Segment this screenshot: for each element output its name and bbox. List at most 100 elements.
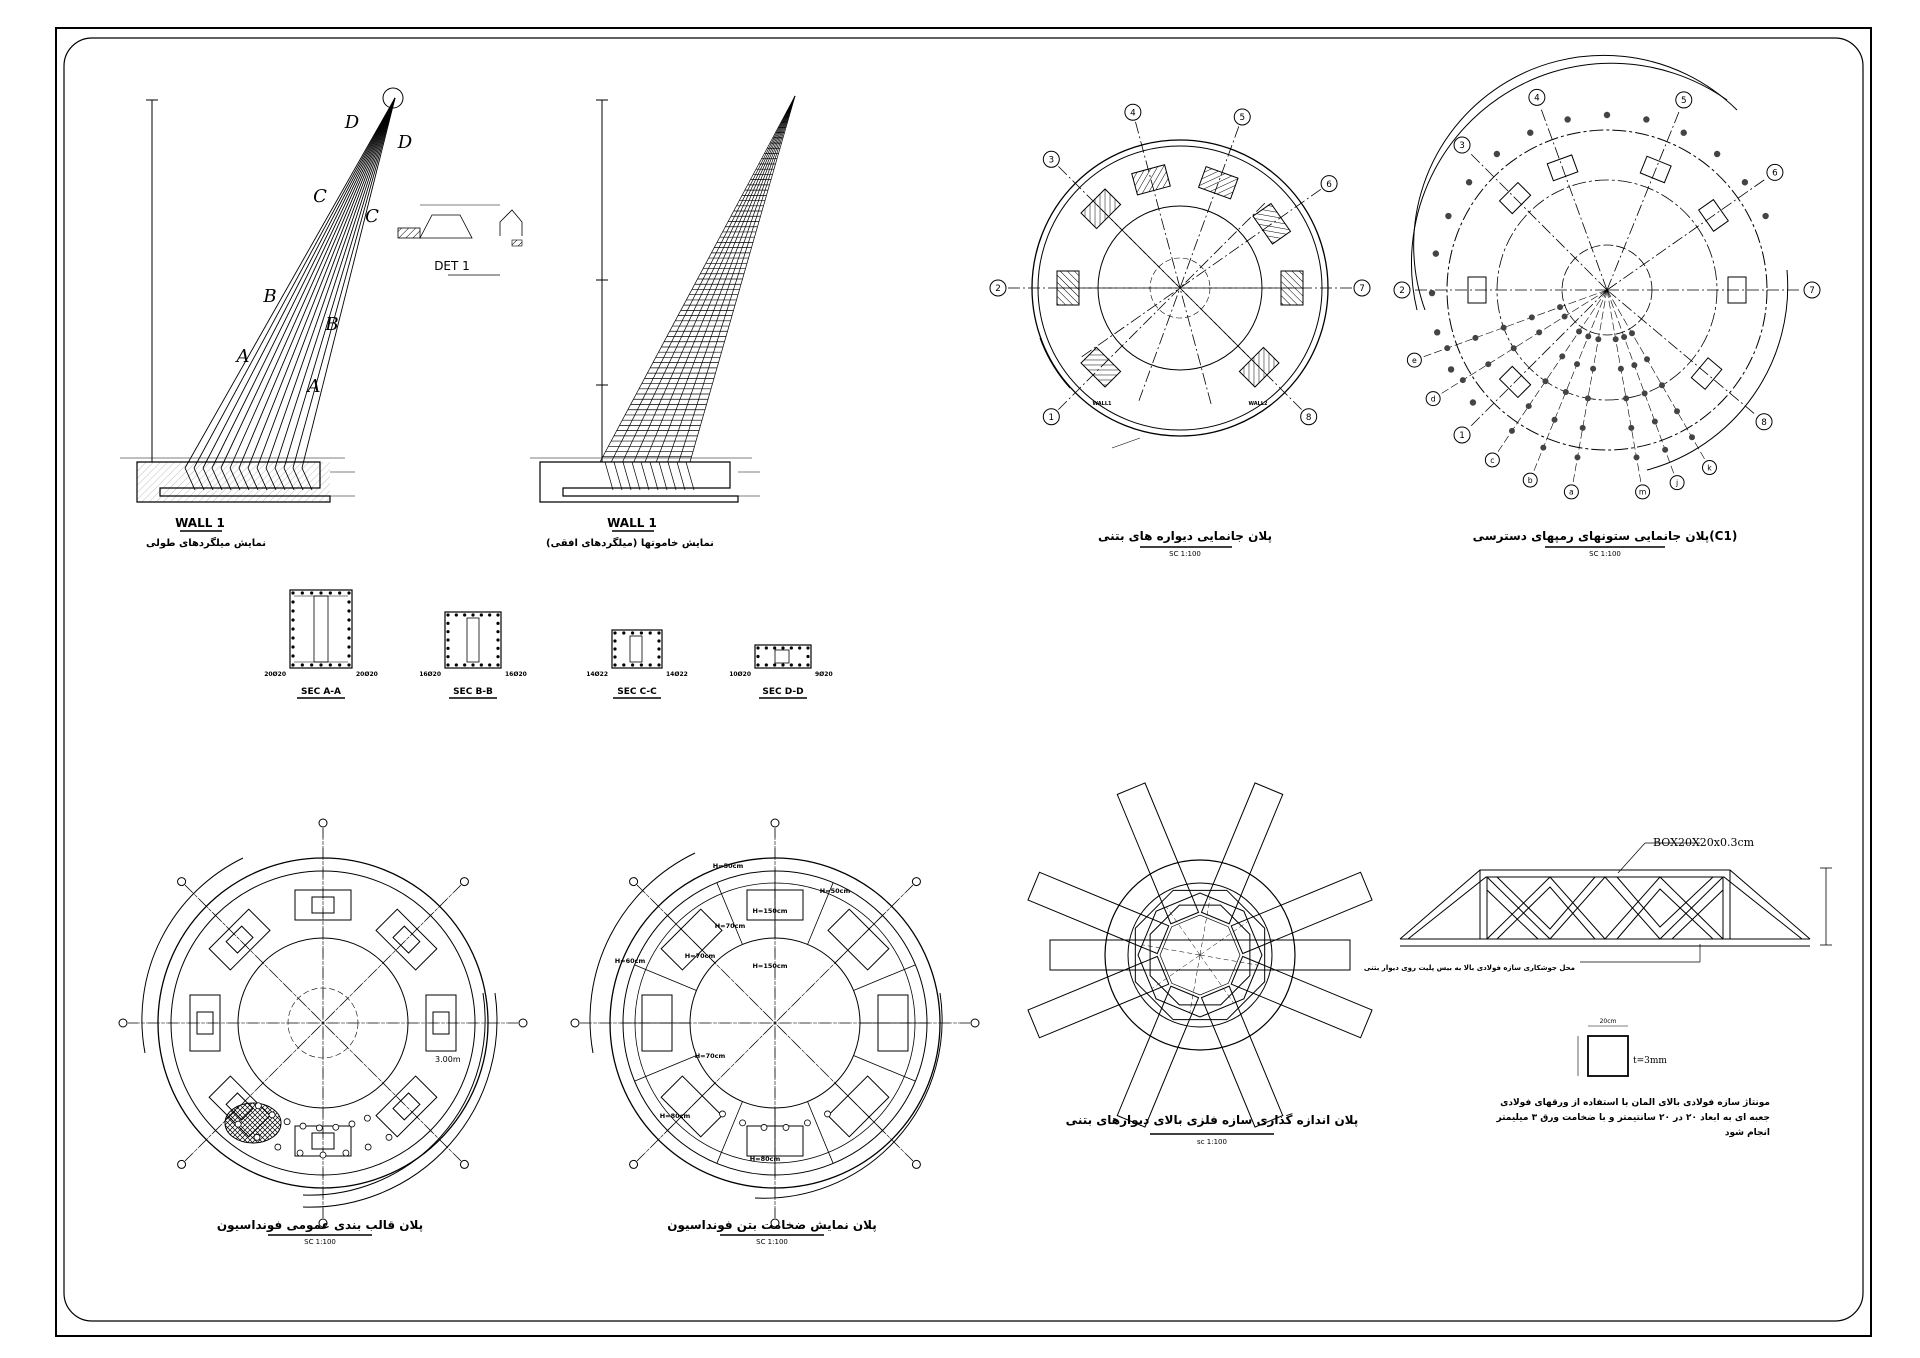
axis-bubble (1528, 88, 1546, 106)
rebar-hook (604, 461, 614, 491)
column-dot (1621, 333, 1628, 340)
column-dot (1540, 444, 1547, 451)
rebar-dot (496, 630, 500, 634)
plan-columns-scale: SC 1:100 (1589, 550, 1621, 558)
axis-label: 5 (1681, 96, 1687, 106)
thickness-label: H=150cm (752, 907, 787, 915)
axis-line (1468, 151, 1608, 291)
rebar-dot (613, 639, 617, 643)
ramp-arc (1646, 269, 1789, 471)
column-box (1639, 155, 1672, 184)
rebar-dot (639, 631, 644, 635)
plan-thickness (570, 818, 980, 1228)
axis-bubble (1766, 163, 1784, 181)
anchor-hole (319, 1151, 327, 1159)
column-dot (1643, 116, 1650, 123)
column-dot (1500, 324, 1507, 331)
section-bar-right: 14Ø22 (666, 671, 688, 678)
axis-bubble (518, 1018, 528, 1028)
axis-bubble (1484, 452, 1500, 468)
rebar-letter: C (313, 186, 327, 207)
anchor-hole (385, 1133, 393, 1141)
rebar-dot (446, 621, 450, 625)
plan-steel-title: پلان اندازه گذاری سازه فلزی بالای دیواره… (1066, 1113, 1359, 1128)
section-bar-right: 16Ø20 (505, 671, 527, 678)
rebar-dot (798, 646, 802, 650)
axis-bubble (1702, 460, 1717, 476)
column-dot (1579, 424, 1586, 431)
steel-arm (1200, 782, 1284, 925)
octagon (1137, 892, 1263, 1018)
anchor-hole (268, 1111, 276, 1119)
rebar-dot (310, 591, 314, 595)
axis-label: 1 (1459, 431, 1465, 441)
rebar-dot (446, 638, 450, 642)
rebar-dot (613, 631, 617, 635)
anchor-hole (363, 1114, 371, 1122)
wall-trans-caption: نمایش خاموتها (میلگردهای افقی) (546, 536, 714, 549)
anchor-hole (824, 1110, 831, 1118)
axis-bubble (629, 1159, 639, 1169)
anchor-hole (804, 1119, 811, 1127)
rebar-dot (446, 630, 450, 634)
axis-bubble (1453, 136, 1471, 154)
zone-divider (853, 964, 916, 991)
rebar-dot (496, 646, 500, 650)
rebar-dot (622, 631, 626, 635)
anchor-hole (299, 1122, 307, 1130)
column-dot (1574, 361, 1581, 368)
rebar-dot (347, 654, 351, 658)
truss-note-label: محل جوشکاری سازه فولادی بالا به بیس پلیت… (1364, 964, 1575, 972)
rebar-dot (454, 663, 458, 667)
rebar-dot (764, 663, 768, 667)
axis-bubble (911, 1159, 921, 1169)
axis-bubble (989, 279, 1007, 297)
rebar-dot (781, 663, 785, 667)
wall-inner (392, 925, 421, 954)
axis-bubble (1635, 484, 1651, 500)
axis-bubble (1453, 426, 1471, 444)
rebar-hook (658, 461, 668, 491)
wall-form (375, 908, 438, 971)
axis-label: 3 (1459, 141, 1465, 151)
concrete-wall (1080, 346, 1122, 388)
rebar-line (229, 97, 396, 469)
rebar-dot (471, 613, 475, 617)
axis-line (1606, 289, 1757, 416)
rebar-dot (347, 636, 351, 640)
section-bar-right: 9Ø20 (815, 671, 833, 678)
thickness-label: H=80cm (660, 1112, 691, 1120)
zone-divider (834, 915, 883, 964)
rebar-dot (291, 654, 295, 658)
rebar-dot (496, 663, 500, 667)
thickness-label: H=80cm (750, 1155, 781, 1163)
axis-line (1606, 109, 1681, 291)
rebar-dot (291, 600, 295, 604)
axis-line (1058, 202, 1266, 410)
mesh-bar (667, 95, 796, 463)
rebar-dot (773, 646, 777, 650)
ramp-arc (141, 857, 244, 1054)
column-dot (1631, 362, 1638, 369)
rebar-dot (764, 646, 768, 650)
column-dot (1459, 377, 1466, 384)
rebar-line (274, 97, 396, 469)
column-dot (1444, 345, 1451, 352)
wall-trans-label: WALL 1 (607, 516, 657, 530)
axis-label: d (1431, 394, 1436, 403)
size-label: 20cm (1600, 1018, 1617, 1025)
column-dot (1603, 111, 1611, 119)
rebar-dot (781, 646, 785, 650)
plan-formwork (118, 818, 528, 1228)
outer-border (55, 27, 1872, 1337)
axis-bubble (570, 1018, 580, 1028)
anchor-hole (342, 1149, 350, 1157)
axis-label: b (1528, 476, 1533, 485)
axis-bubble (770, 818, 780, 828)
rebar-dot (310, 663, 314, 667)
rebar-hook (640, 461, 650, 491)
rebar-dot (648, 631, 652, 635)
rebar-hook (685, 461, 695, 491)
rebar-dot (496, 621, 500, 625)
